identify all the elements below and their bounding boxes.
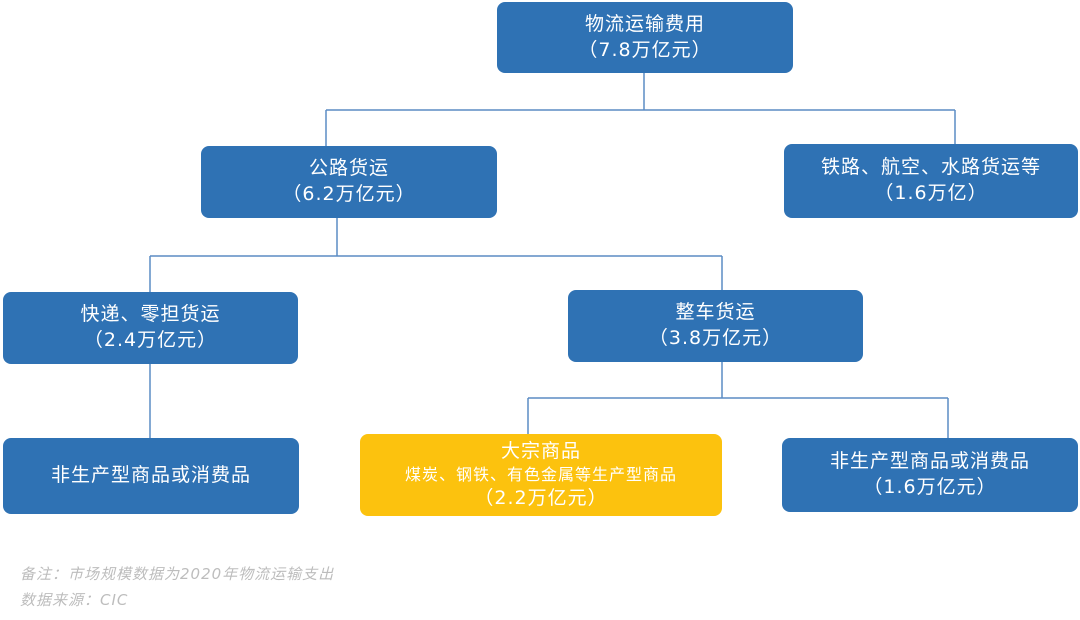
node-ftl-consumer-goods-value: （1.6万亿元） <box>863 476 997 498</box>
node-logistics-cost: 物流运输费用 （7.8万亿元） <box>497 2 793 73</box>
node-express-consumer-goods: 非生产型商品或消费品 <box>3 438 299 514</box>
node-rail-air-water-freight-value: （1.6万亿） <box>874 182 988 204</box>
node-ftl-consumer-goods: 非生产型商品或消费品 （1.6万亿元） <box>782 438 1078 512</box>
node-bulk-commodities-value: （2.2万亿元） <box>474 486 608 509</box>
footnote-remark: 备注：市场规模数据为2020年物流运输支出 <box>20 565 335 583</box>
node-ftl-freight: 整车货运 （3.8万亿元） <box>568 290 863 362</box>
node-rail-air-water-freight-label: 铁路、航空、水路货运等 <box>820 156 1041 179</box>
node-road-freight-label: 公路货运 <box>308 157 389 180</box>
node-bulk-commodities: 大宗商品 煤炭、钢铁、有色金属等生产型商品 （2.2万亿元） <box>360 434 722 516</box>
node-road-freight-value: （6.2万亿元） <box>282 183 416 205</box>
node-ftl-freight-label: 整车货运 <box>675 301 756 324</box>
node-road-freight: 公路货运 （6.2万亿元） <box>201 146 497 218</box>
node-bulk-commodities-label: 大宗商品 <box>500 439 581 462</box>
node-logistics-cost-value: （7.8万亿元） <box>578 38 712 61</box>
node-express-ltl: 快递、零担货运 （2.4万亿元） <box>3 292 298 364</box>
node-rail-air-water-freight: 铁路、航空、水路货运等 （1.6万亿） <box>784 144 1078 218</box>
node-logistics-cost-label: 物流运输费用 <box>584 12 705 35</box>
node-express-ltl-label: 快递、零担货运 <box>80 303 221 326</box>
node-ftl-freight-value: （3.8万亿元） <box>648 327 783 349</box>
node-express-ltl-value: （2.4万亿元） <box>83 329 218 351</box>
node-ftl-consumer-goods-label: 非生产型商品或消费品 <box>829 450 1030 473</box>
node-bulk-commodities-detail: 煤炭、钢铁、有色金属等生产型商品 <box>404 465 677 485</box>
footnote-source: 数据来源：CIC <box>20 591 129 609</box>
node-express-consumer-goods-label: 非生产型商品或消费品 <box>50 464 251 487</box>
